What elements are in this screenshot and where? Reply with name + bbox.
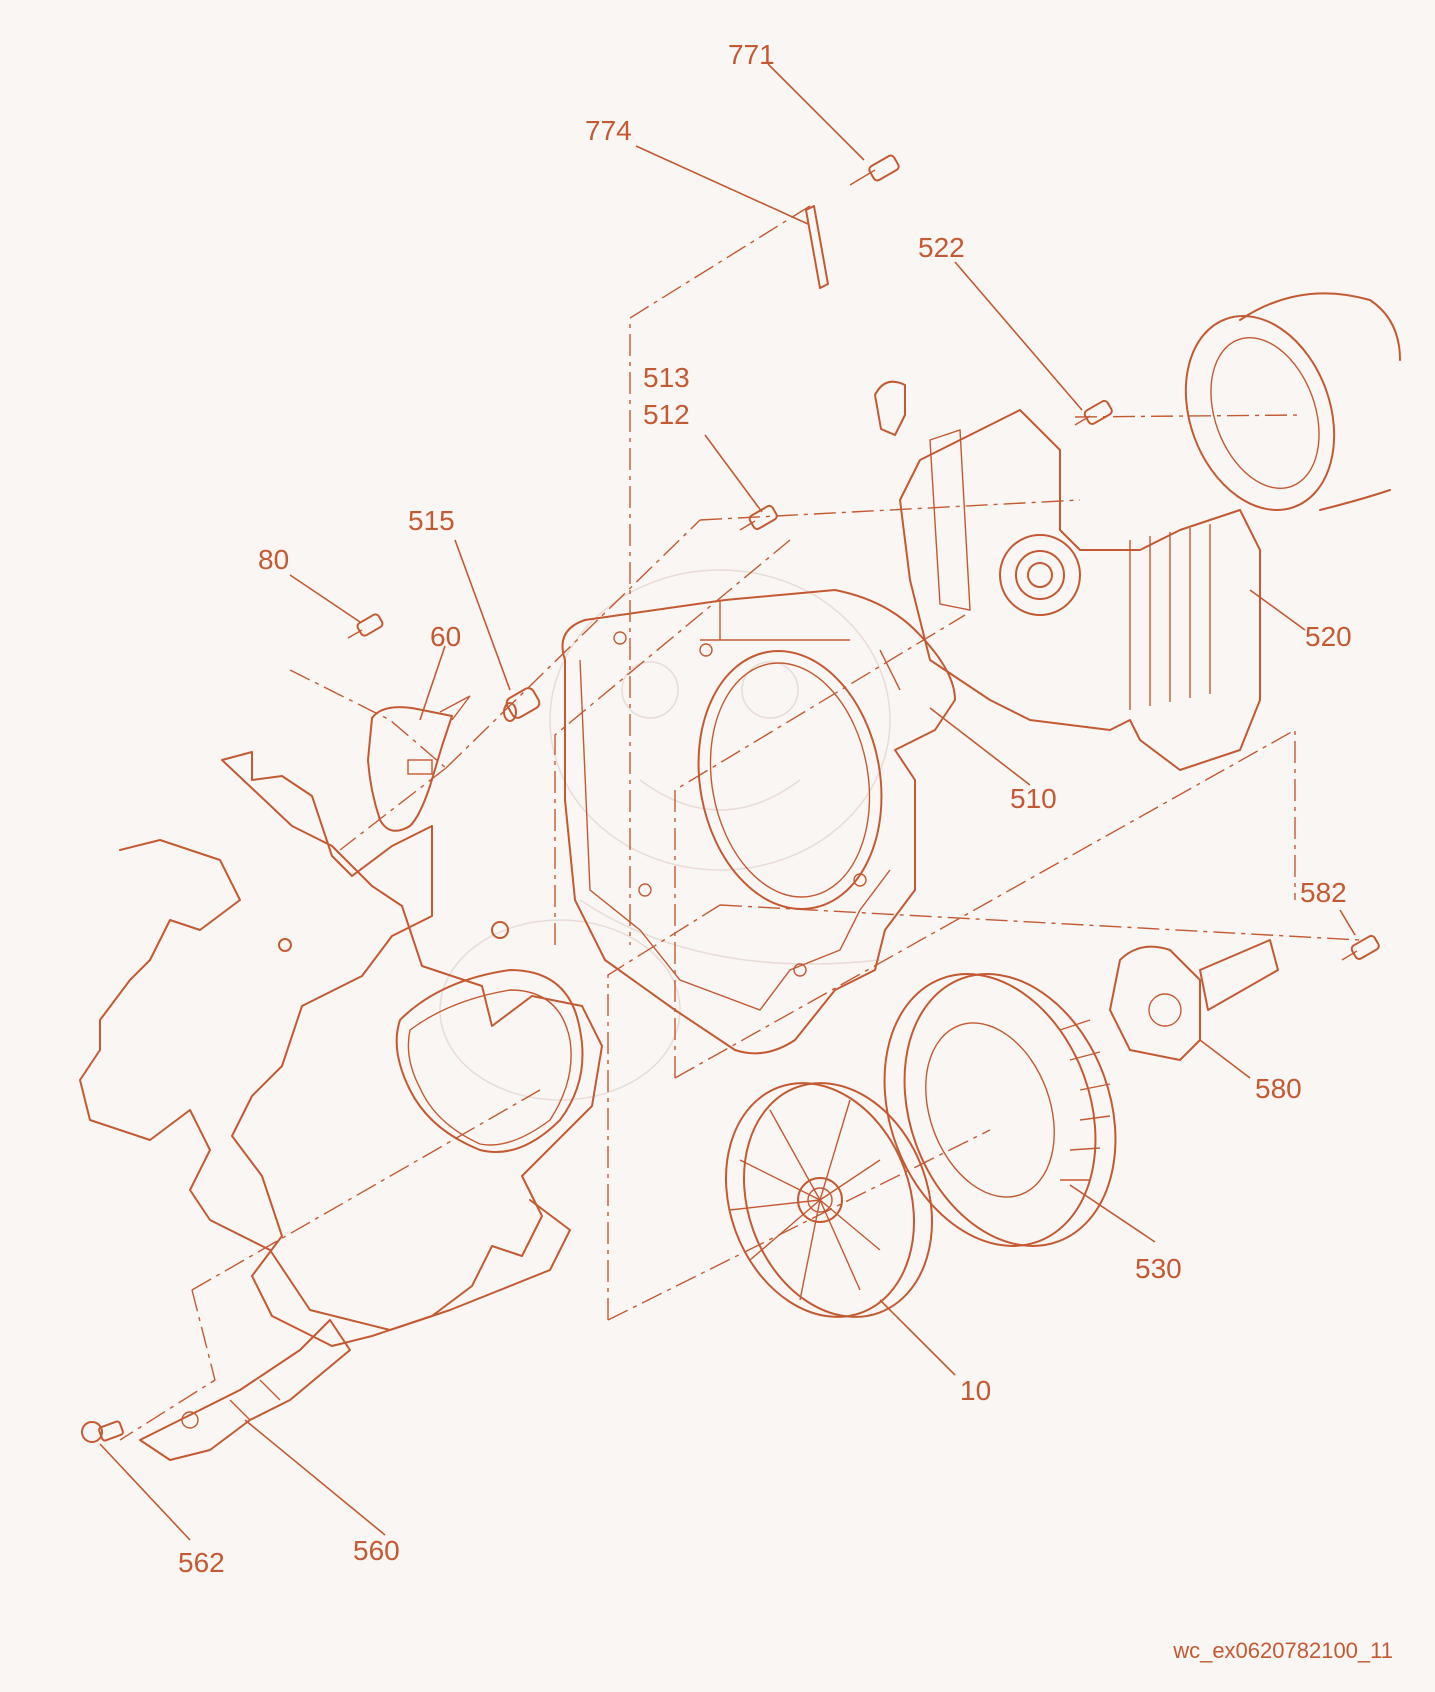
watermark-mascot bbox=[439, 569, 891, 1101]
part-510-blower-housing[interactable] bbox=[561, 589, 956, 1055]
callout-513: 513 bbox=[643, 362, 690, 393]
callout-512: 512 bbox=[643, 399, 690, 430]
part-60-bracket[interactable] bbox=[367, 695, 471, 832]
callout-771: 771 bbox=[728, 39, 775, 70]
part-80-screw[interactable] bbox=[347, 613, 384, 639]
part-582-screw[interactable] bbox=[1341, 934, 1380, 961]
callout-530: 530 bbox=[1135, 1253, 1182, 1284]
callout-10: 10 bbox=[960, 1375, 991, 1406]
callout-520: 520 bbox=[1305, 621, 1352, 652]
part-580-hub[interactable] bbox=[1109, 939, 1279, 1061]
callout-580: 580 bbox=[1255, 1073, 1302, 1104]
part-520-recoil-starter[interactable] bbox=[874, 380, 1261, 771]
callout-80: 80 bbox=[258, 544, 289, 575]
callout-515: 515 bbox=[408, 505, 455, 536]
part-515-bushing[interactable] bbox=[503, 686, 541, 722]
part-562-screw[interactable] bbox=[81, 1420, 124, 1443]
part-771-screw[interactable] bbox=[849, 154, 900, 186]
callout-60: 60 bbox=[430, 621, 461, 652]
engine-block bbox=[79, 751, 603, 1347]
callout-582: 582 bbox=[1300, 877, 1347, 908]
part-560-bracket[interactable] bbox=[139, 1319, 351, 1461]
part-starter-cover-ring[interactable] bbox=[1160, 292, 1401, 531]
part-10-flywheel-fan[interactable] bbox=[694, 1056, 963, 1343]
callout-522: 522 bbox=[918, 232, 965, 263]
assembly-axis-lines bbox=[119, 205, 1361, 1441]
leader-lines bbox=[99, 63, 1356, 1541]
part-774-pin[interactable] bbox=[805, 205, 829, 289]
callout-labels: 771 774 522 513 512 515 80 60 520 510 58… bbox=[178, 39, 1352, 1578]
callout-774: 774 bbox=[585, 115, 632, 146]
part-530-rotor[interactable] bbox=[848, 944, 1152, 1276]
callout-562: 562 bbox=[178, 1547, 225, 1578]
callout-560: 560 bbox=[353, 1535, 400, 1566]
reference-code: wc_ex0620782100_11 bbox=[1173, 1638, 1393, 1663]
part-522-screw[interactable] bbox=[1074, 399, 1113, 426]
callout-510: 510 bbox=[1010, 783, 1057, 814]
part-512-screw[interactable] bbox=[739, 504, 778, 531]
